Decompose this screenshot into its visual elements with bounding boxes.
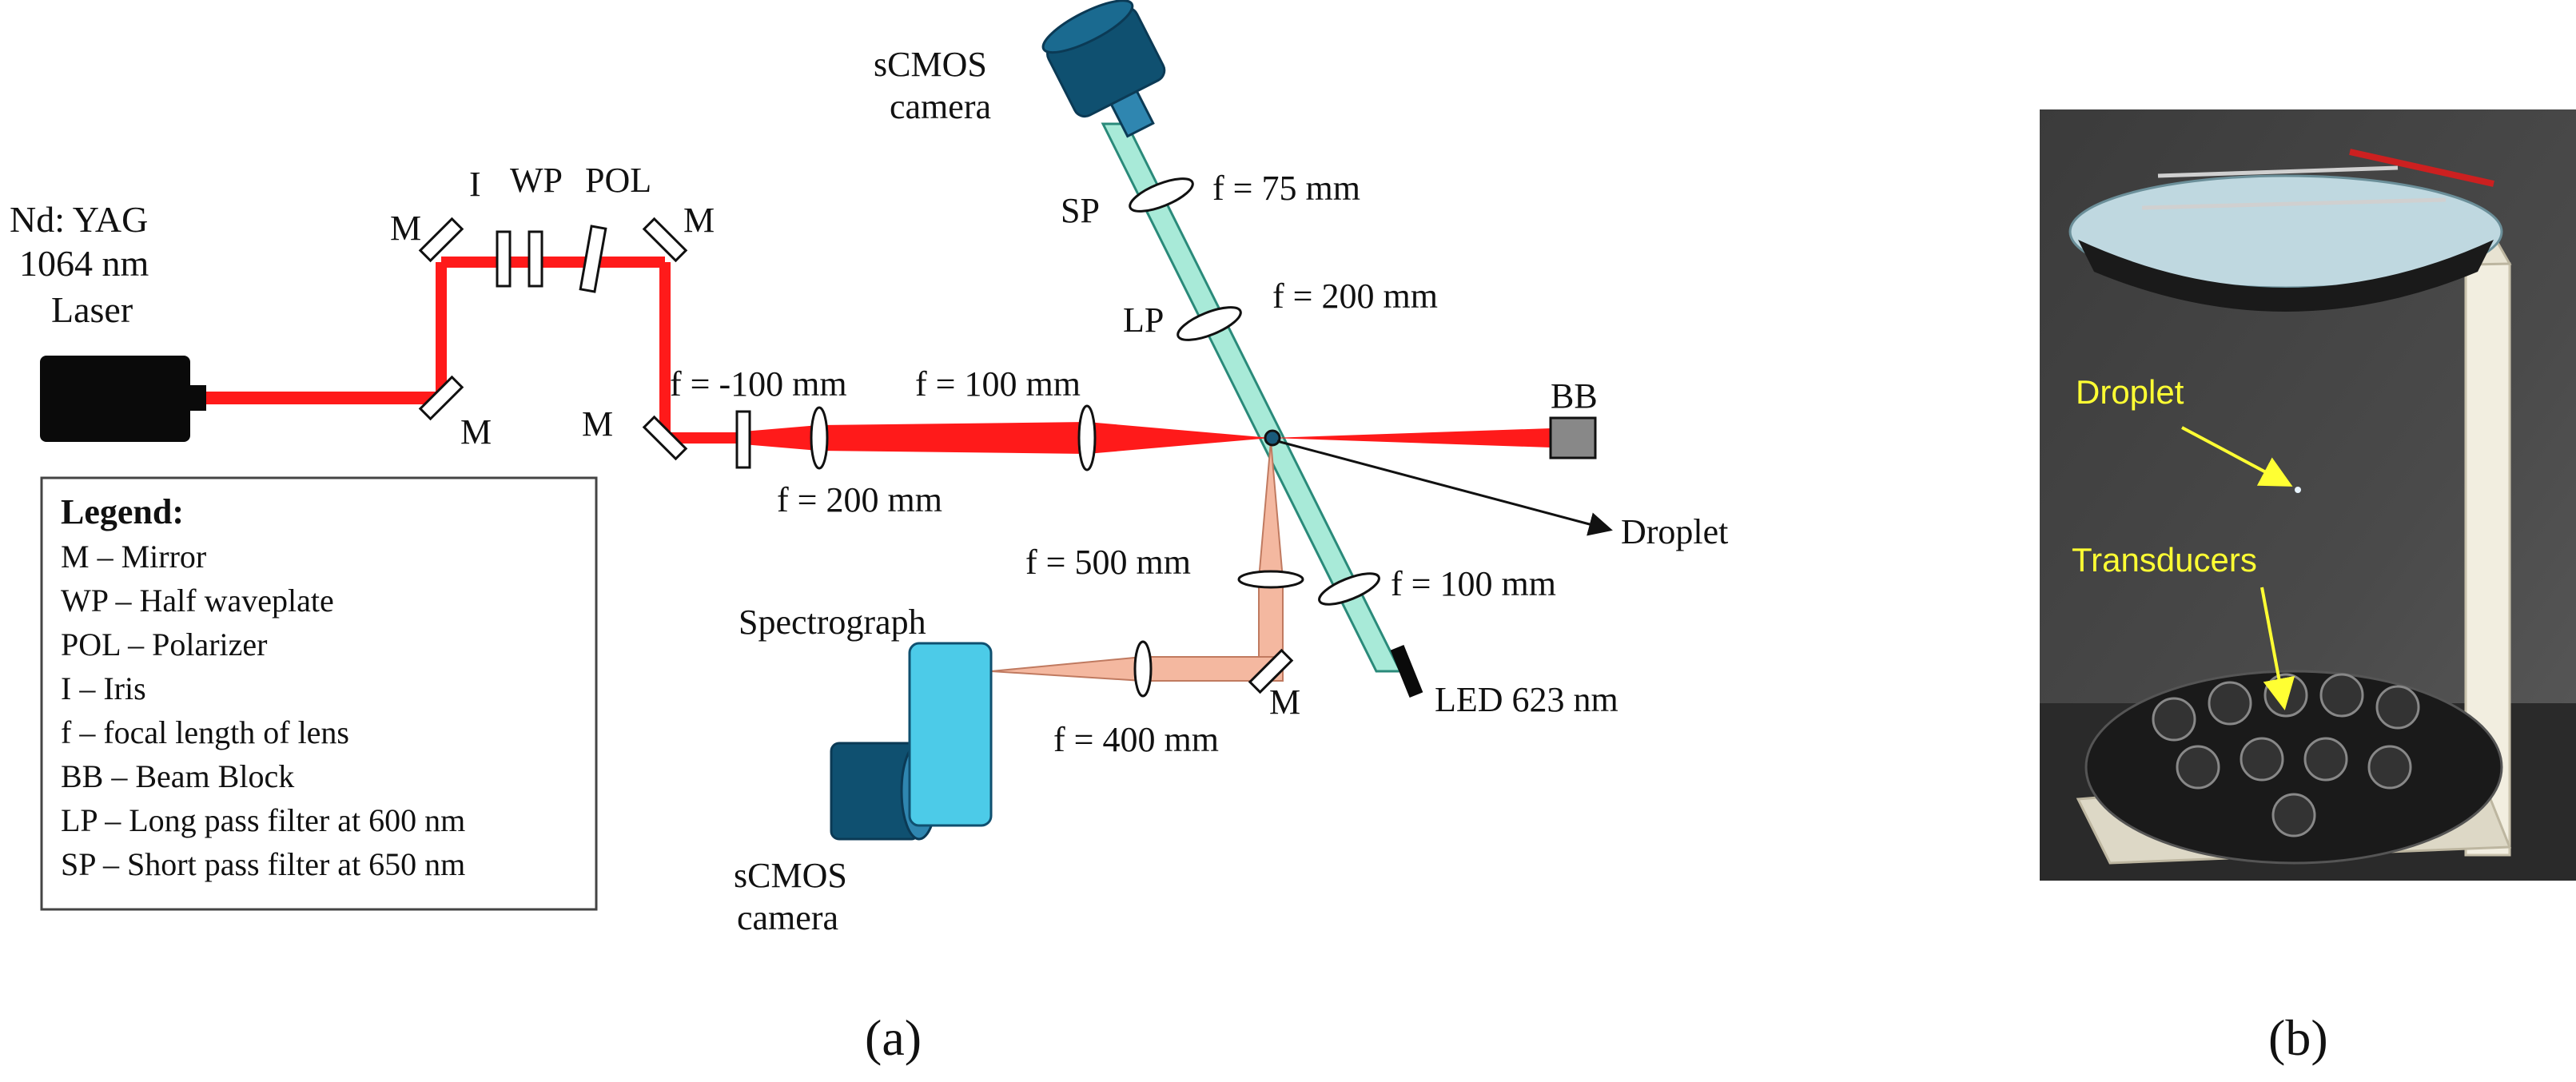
label-polarizer: POL bbox=[585, 161, 651, 200]
laser-label-2: 1064 nm bbox=[19, 243, 149, 284]
label-lens-100-right: f = 100 mm bbox=[1391, 564, 1556, 603]
droplet-point bbox=[1264, 429, 1281, 447]
mirror-d bbox=[642, 415, 688, 461]
bottom-transducer-array bbox=[2084, 670, 2503, 865]
label-lens-500: f = 500 mm bbox=[1025, 543, 1191, 582]
polarizer-element bbox=[579, 225, 607, 293]
label-m-e: M bbox=[1269, 682, 1300, 722]
legend-item: WP – Half waveplate bbox=[61, 583, 334, 619]
mirror-c bbox=[642, 217, 688, 263]
lens-400 bbox=[1133, 640, 1153, 698]
photo-label-droplet: Droplet bbox=[2076, 373, 2184, 411]
label-m-c: M bbox=[683, 201, 715, 240]
legend-box: Legend: M – Mirror WP – Half waveplate P… bbox=[40, 476, 598, 911]
caption-b: (b) bbox=[2268, 1009, 2328, 1066]
camera-top bbox=[1041, 0, 1166, 138]
panel-b: Droplet Transducers bbox=[2040, 109, 2576, 881]
laser-label-3: Laser bbox=[51, 289, 133, 330]
label-lens-75: f = 75 mm bbox=[1212, 169, 1360, 208]
laser-beam bbox=[204, 257, 1551, 454]
legend-item: M – Mirror bbox=[61, 539, 206, 575]
label-sp: SP bbox=[1061, 191, 1100, 230]
legend-item: LP – Long pass filter at 600 nm bbox=[61, 802, 465, 838]
caption-a: (a) bbox=[865, 1009, 922, 1066]
photo-droplet bbox=[2295, 487, 2301, 493]
label-spectrograph: Spectrograph bbox=[739, 603, 926, 642]
label-m-d: M bbox=[582, 404, 613, 444]
lens-200-bottom bbox=[810, 406, 829, 470]
spectrograph-camera bbox=[830, 642, 993, 841]
label-lens-200-top: f = 200 mm bbox=[1272, 276, 1438, 316]
legend-title: Legend: bbox=[61, 492, 184, 531]
mirror-e bbox=[1248, 648, 1294, 694]
label-lens-200-bottom: f = 200 mm bbox=[777, 480, 942, 519]
photo-arrow-droplet bbox=[2181, 426, 2293, 487]
panel-a: Nd: YAG 1064 nm Laser M M M M M I WP POL… bbox=[10, 0, 1728, 1066]
led-source bbox=[1390, 644, 1423, 698]
label-lp: LP bbox=[1123, 300, 1164, 340]
legend-item: BB – Beam Block bbox=[61, 758, 294, 794]
lens-100-top bbox=[1077, 404, 1097, 471]
label-m-b: M bbox=[460, 412, 492, 451]
beam-block bbox=[1549, 416, 1597, 459]
lens-500 bbox=[1237, 570, 1304, 589]
legend-item: SP – Short pass filter at 650 nm bbox=[61, 846, 465, 882]
lens-100-right bbox=[1318, 572, 1380, 606]
top-transducer-array bbox=[2068, 149, 2503, 312]
label-lens-400: f = 400 mm bbox=[1053, 720, 1219, 759]
label-lens-neg100: f = -100 mm bbox=[670, 364, 847, 404]
label-camera-bottom-1: sCMOS bbox=[734, 856, 847, 895]
legend-item: f – focal length of lens bbox=[61, 714, 349, 750]
droplet-arrow bbox=[1276, 440, 1613, 536]
waveplate-element bbox=[528, 230, 543, 288]
iris-element bbox=[496, 230, 512, 288]
label-camera-top-2: camera bbox=[890, 87, 991, 126]
laser-label-1: Nd: YAG bbox=[10, 199, 148, 240]
photo-label-transducers: Transducers bbox=[2072, 541, 2257, 579]
label-camera-bottom-2: camera bbox=[737, 898, 838, 937]
label-beam-block: BB bbox=[1551, 376, 1598, 416]
photo-arrow-transducers bbox=[2260, 587, 2295, 710]
lens-neg100 bbox=[735, 410, 751, 469]
legend-item: I – Iris bbox=[61, 670, 146, 706]
spectrograph-body bbox=[908, 642, 993, 827]
laser-body bbox=[40, 356, 206, 442]
legend-item: POL – Polarizer bbox=[61, 627, 267, 662]
label-iris: I bbox=[469, 165, 481, 204]
label-lens-100-top: f = 100 mm bbox=[915, 364, 1081, 404]
label-m-a: M bbox=[390, 209, 421, 248]
label-led: LED 623 nm bbox=[1435, 680, 1618, 719]
lens-75 bbox=[1129, 177, 1194, 213]
lens-200-top bbox=[1177, 306, 1242, 341]
mirror-b bbox=[418, 375, 464, 421]
label-droplet: Droplet bbox=[1621, 512, 1728, 551]
label-camera-top-1: sCMOS bbox=[874, 45, 987, 84]
label-waveplate: WP bbox=[510, 161, 563, 200]
mirror-a bbox=[418, 217, 464, 263]
